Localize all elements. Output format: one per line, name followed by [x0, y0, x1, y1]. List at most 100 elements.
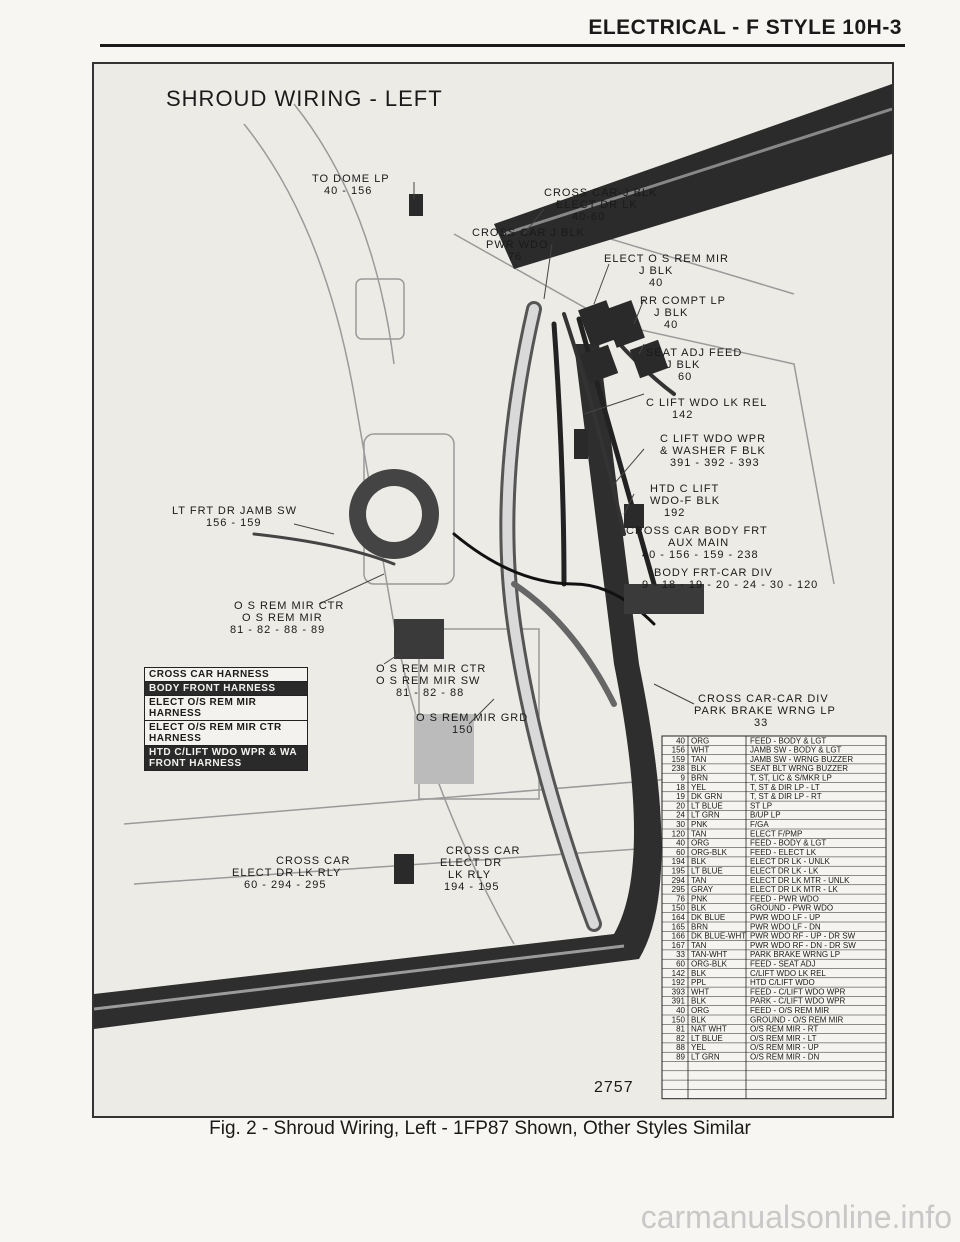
circuit-function: ELECT DR LK - UNLK [750, 857, 831, 866]
wire-color: ORG-BLK [691, 960, 728, 969]
circuit-function: ELECT DR LK MTR - UNLK [750, 876, 850, 885]
circuit-number: 391 [672, 997, 686, 1006]
callout-line: WDO-F BLK [650, 495, 720, 507]
circuit-number: 9 [681, 774, 686, 783]
callout-cross-elect-lk: CROSS CAR-J BLK ELECT DR LK 40-60 [544, 187, 657, 223]
circuit-function: O/S REM MIR - RT [750, 1025, 818, 1034]
wire-color: TAN [691, 829, 707, 838]
callout-line: 150 [452, 724, 473, 736]
circuit-number: 192 [672, 978, 686, 987]
wire-color: WHT [691, 746, 709, 755]
callout-line: CROSS CAR BODY FRT [626, 525, 768, 537]
circuit-number: 294 [672, 876, 686, 885]
callout-line: J BLK [654, 307, 688, 319]
circuit-function: JAMB SW - BODY & LGT [750, 746, 842, 755]
wire-color: LT BLUE [691, 867, 723, 876]
callout-line: ELECT O S REM MIR [604, 253, 729, 265]
wire-color: TAN [691, 876, 707, 885]
circuit-function: SEAT BLT WRNG BUZZER [750, 764, 848, 773]
legend-item-os-rem-mir: ELECT O/S REM MIR HARNESS [145, 696, 307, 721]
circuit-number: 88 [676, 1043, 685, 1052]
circuit-function: FEED - O/S REM MIR [750, 1006, 829, 1015]
callout-line: ELECT DR LK [556, 199, 638, 211]
callout-line: 81 - 82 - 88 [396, 687, 464, 699]
circuit-function: T, ST & DIR LP - LT [750, 783, 820, 792]
callout-line: CROSS CAR [446, 845, 520, 857]
wire-color: PNK [691, 894, 708, 903]
wire-color: BRN [691, 774, 708, 783]
circuit-number: 393 [672, 987, 686, 996]
circuit-number: 120 [672, 829, 686, 838]
circuit-number: 159 [672, 755, 686, 764]
callout-line: LT FRT DR JAMB SW [172, 505, 297, 517]
callout-c-lift-wdo-lk: C LIFT WDO LK REL 142 [646, 397, 766, 421]
wire-color: PNK [691, 820, 708, 829]
wire-color: BLK [691, 857, 707, 866]
circuit-number: 238 [672, 764, 686, 773]
callout-seat-adj: SEAT ADJ FEED J BLK 60 [646, 347, 742, 383]
circuit-number: 194 [672, 857, 686, 866]
circuit-function: F/GA [750, 820, 769, 829]
callout-cross-body-frt: CROSS CAR BODY FRT AUX MAIN 40 - 156 - 1… [626, 525, 768, 561]
header-rule [100, 44, 905, 47]
figure-frame: SHROUD WIRING - LEFT TO DOME LP 40 - 156… [92, 62, 894, 1118]
callout-line: J BLK [666, 359, 700, 371]
watermark: carmanualsonline.info [640, 1199, 952, 1235]
callout-line: 40-60 [572, 211, 605, 223]
circuit-number: 60 [676, 848, 685, 857]
circuit-number: 150 [672, 1015, 686, 1024]
wire-color: WHT [691, 987, 709, 996]
legend-item-htd-c-lift: HTD C/LIFT WDO WPR & WA FRONT HARNESS [145, 746, 307, 770]
circuit-function: ST LP [750, 801, 772, 810]
wire-color: LT GRN [691, 1053, 720, 1062]
callout-rr-compt: RR COMPT LP J BLK 40 [640, 295, 725, 331]
callout-line: PARK BRAKE WRNG LP [694, 705, 836, 717]
circuit-function: FEED - PWR WDO [750, 894, 819, 903]
callout-line: O S REM MIR CTR [234, 600, 344, 612]
callout-body-frt-div: BODY FRT-CAR DIV 9 - 18 - 19 - 20 - 24 -… [642, 567, 818, 591]
circuit-function: GROUND - PWR WDO [750, 904, 833, 913]
callout-line: 391 - 392 - 393 [670, 457, 760, 469]
wire-color: BLK [691, 997, 707, 1006]
circuit-number: 40 [676, 839, 685, 848]
circuit-function: PWR WDO LF - DN [750, 922, 821, 931]
wire-color: LT BLUE [691, 801, 723, 810]
callout-line: CROSS CAR J BLK [472, 227, 585, 239]
figure-caption: Fig. 2 - Shroud Wiring, Left - 1FP87 Sho… [209, 1118, 751, 1139]
callout-line: CROSS CAR-J BLK [544, 187, 657, 199]
circuit-function: B/UP LP [750, 811, 781, 820]
callout-c-lift-wdo-wpr: C LIFT WDO WPR & WASHER F BLK 391 - 392 … [660, 433, 766, 469]
callout-line: 60 - 294 - 295 [244, 879, 327, 891]
callout-line: 40 [649, 277, 663, 289]
wire-color: BLK [691, 764, 707, 773]
callout-line: 40 [664, 319, 678, 331]
wire-color: PPL [691, 978, 707, 987]
callout-line: ELECT DR LK RLY [232, 867, 341, 879]
wire-color: YEL [691, 783, 707, 792]
circuit-function: O/S REM MIR - UP [750, 1043, 819, 1052]
callout-line: 192 [664, 507, 685, 519]
legend-item-body-front: BODY FRONT HARNESS [145, 682, 307, 696]
callout-line: 9 - 18 - 19 - 20 - 24 - 30 - 120 [642, 579, 818, 591]
circuit-function: FEED - SEAT ADJ [750, 960, 816, 969]
callout-line: C LIFT WDO WPR [660, 433, 766, 445]
circuit-number: 20 [676, 801, 685, 810]
callout-line: ELECT DR [440, 857, 502, 869]
circuit-function: FEED - C/LIFT WDO WPR [750, 987, 846, 996]
wire-color: TAN-WHT [691, 950, 727, 959]
callout-line: SEAT ADJ FEED [646, 347, 742, 359]
circuit-number: 19 [676, 792, 685, 801]
callout-line: O S REM MIR CTR [376, 663, 486, 675]
connectors [349, 194, 704, 884]
circuit-function: JAMB SW - WRNG BUZZER [750, 755, 853, 764]
wire-color: ORG-BLK [691, 848, 728, 857]
callout-line: TO DOME LP [312, 173, 390, 185]
callout-line: CROSS CAR [276, 855, 350, 867]
circuit-function: PARK BRAKE WRNG LP [750, 950, 840, 959]
circuit-function: FEED - ELECT LK [750, 848, 817, 857]
wire-color: DK BLUE [691, 913, 725, 922]
callout-os-rem-mir-sw: O S REM MIR CTR O S REM MIR SW 81 - 82 -… [376, 663, 486, 699]
callout-elect-os-rem-mir: ELECT O S REM MIR J BLK 40 [604, 253, 729, 289]
circuit-function: T, ST & DIR LP - RT [750, 792, 822, 801]
